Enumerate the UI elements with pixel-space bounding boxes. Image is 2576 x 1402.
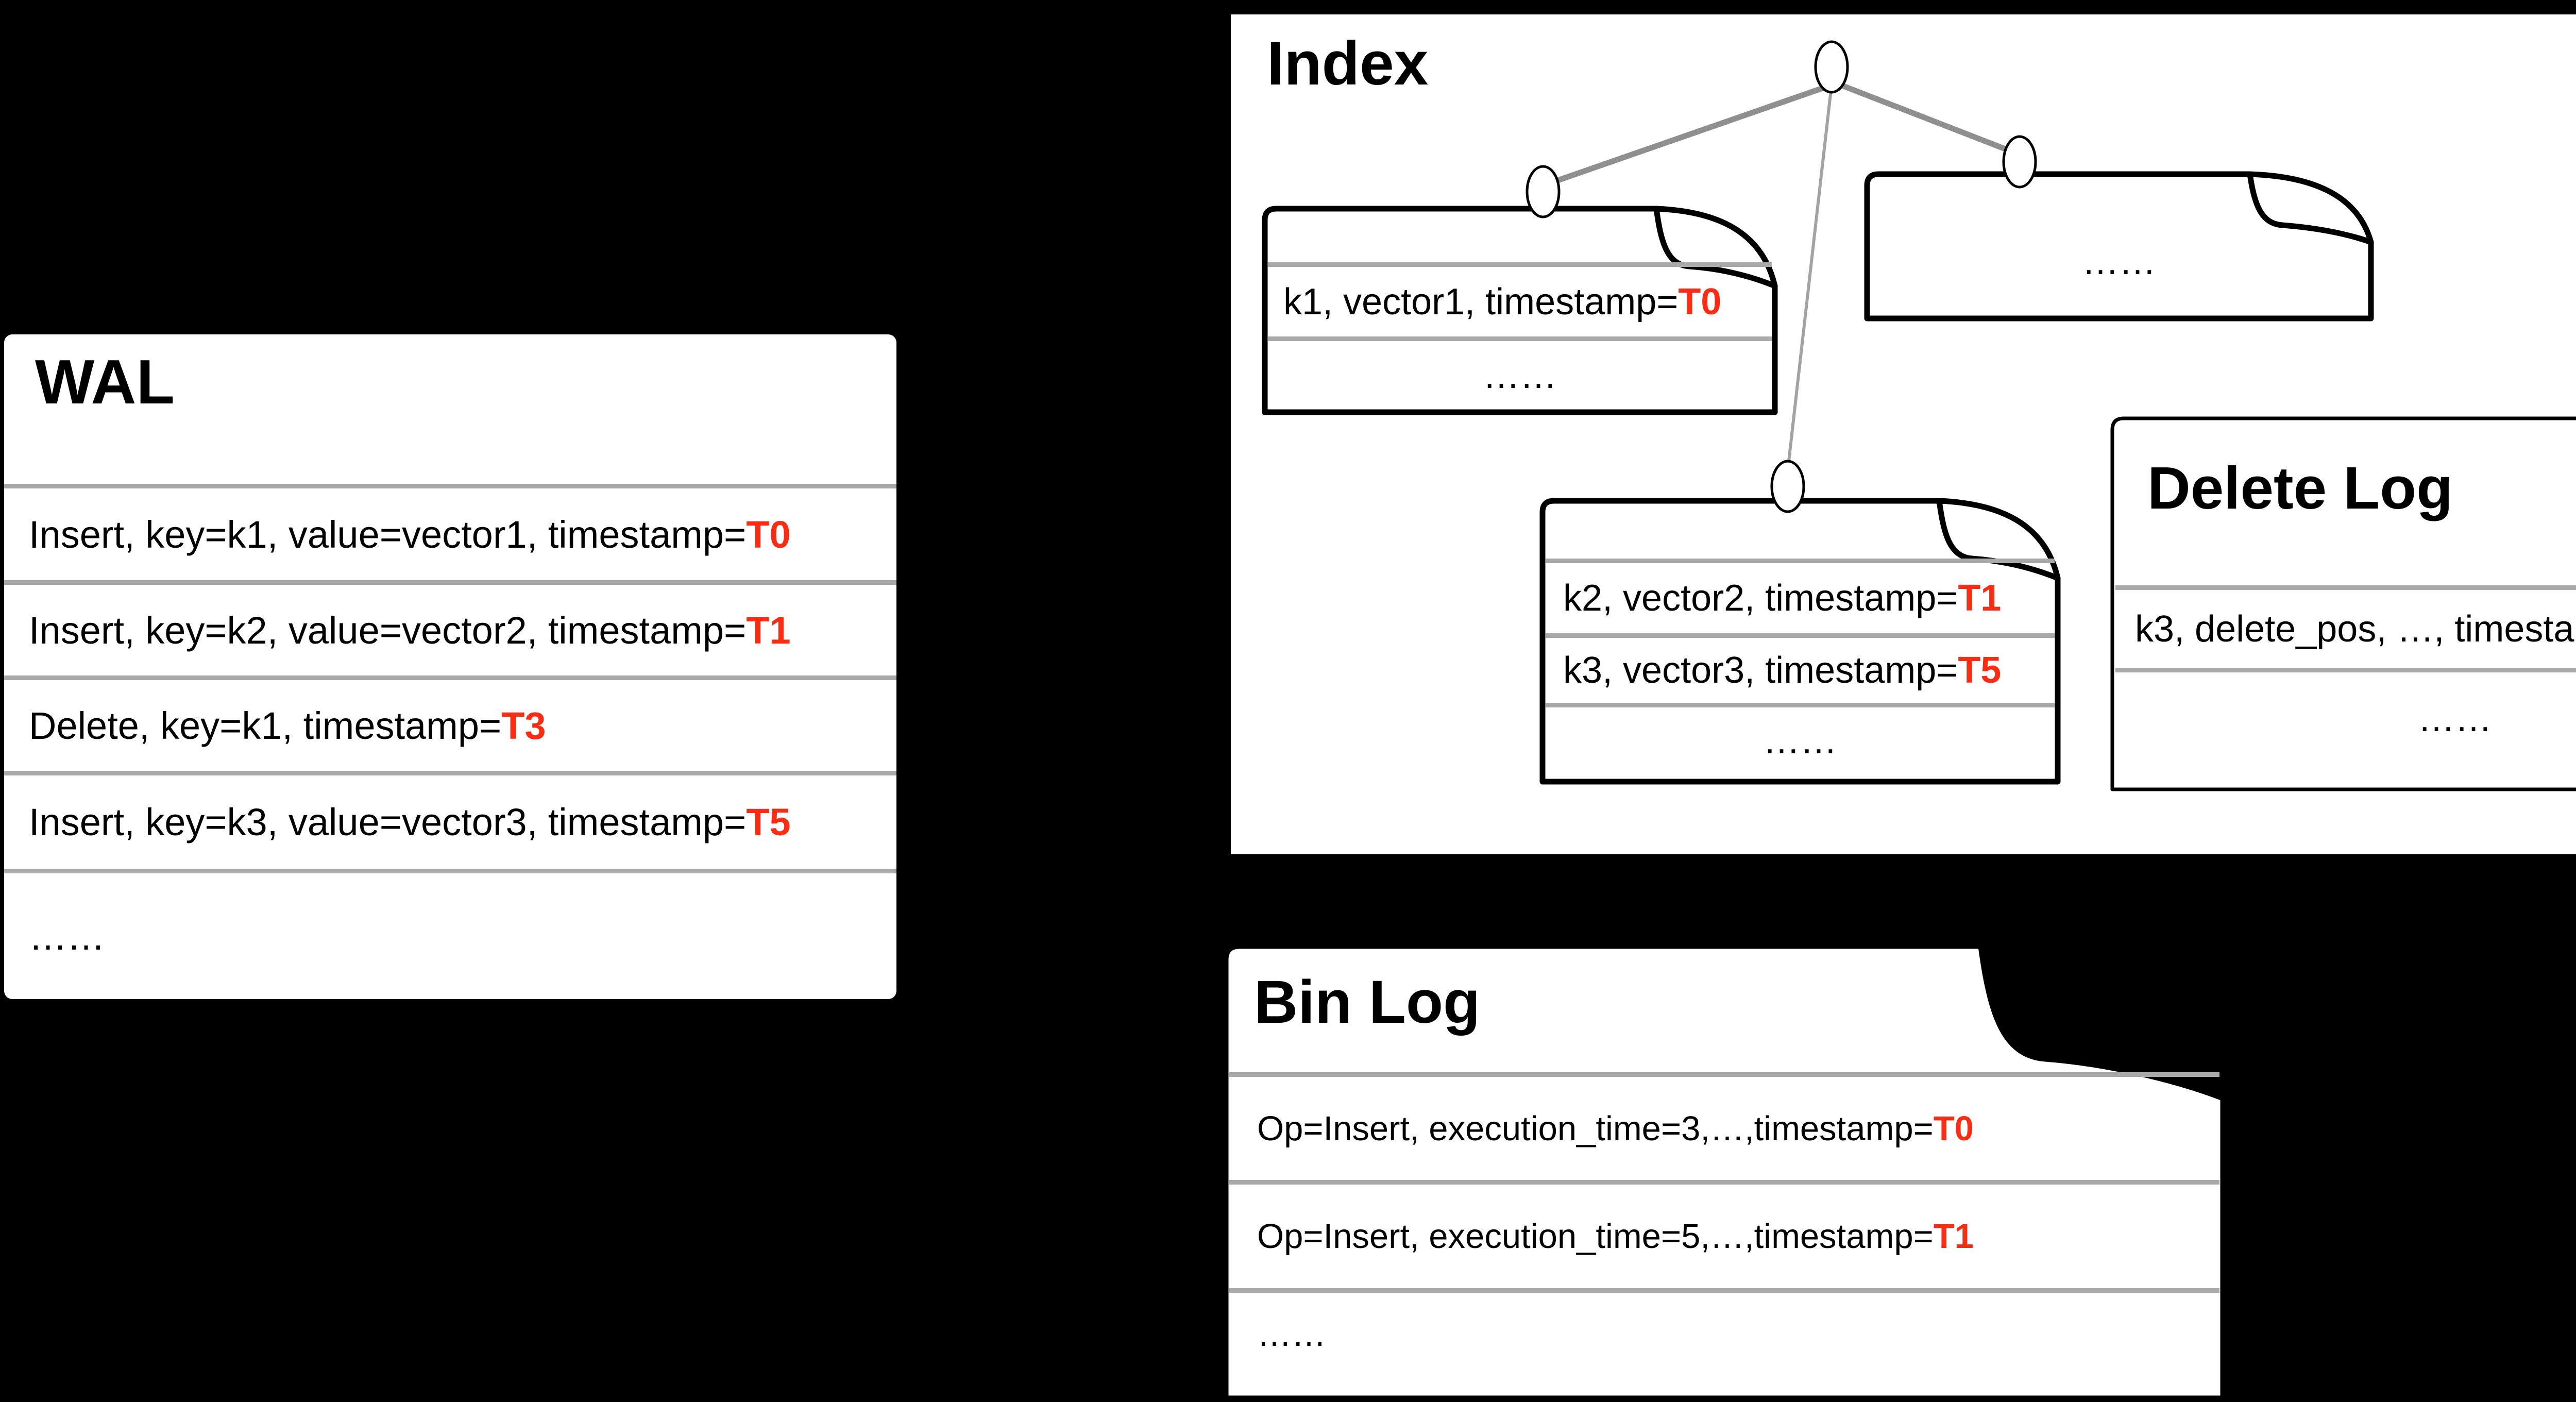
index-entry-ellipsis: …… (1265, 341, 1775, 410)
bin-log-doc: Bin Log Op=Insert, execution_time=3,…,ti… (1224, 944, 2225, 1400)
delete-log-row: k3, delete_pos, …, timestamp=T3 (2112, 590, 2576, 668)
wal-title: WAL (35, 347, 175, 417)
wal-row-text: Insert, key=k2, value=vector2, timestamp… (29, 609, 747, 652)
timestamp-value: T0 (1933, 1109, 1974, 1148)
ellipsis-text: …… (1483, 354, 1557, 396)
doc-divider (2115, 668, 2576, 672)
index-title: Index (1267, 29, 1429, 98)
timestamp-value: T3 (501, 704, 546, 747)
bin-log-title: Bin Log (1254, 968, 1481, 1036)
wal-divider (4, 869, 896, 873)
delete-log-ellipsis: …… (2112, 672, 2576, 765)
timestamp-value: T1 (746, 609, 791, 652)
document-shape (1864, 171, 2374, 322)
index-segment-doc-right: …… (1864, 171, 2374, 322)
page-curl-crease (2247, 171, 2374, 245)
ellipsis-text: …… (2082, 241, 2156, 282)
timestamp-value: T1 (1958, 578, 2002, 619)
delete-log-title: Delete Log (2147, 454, 2453, 521)
wal-row-text: Insert, key=k3, value=vector3, timestamp… (29, 801, 747, 843)
index-segment-doc-left: k1, vector1, timestamp=T0 …… (1262, 206, 1778, 415)
document-shape (2110, 416, 2576, 791)
doc-divider (1546, 559, 2055, 563)
timestamp-value: T5 (1958, 650, 2002, 691)
wal-row: Insert, key=k3, value=vector3, timestamp… (4, 775, 896, 869)
document-shape (1224, 944, 2225, 1400)
doc-divider (1546, 633, 2055, 638)
page-curl-crease (1978, 944, 2225, 1101)
wal-row: Insert, key=k2, value=vector2, timestamp… (4, 585, 896, 675)
ellipsis-text: …… (2418, 698, 2492, 739)
index-entry-row: k2, vector2, timestamp=T1 (1543, 563, 2058, 633)
bin-log-text: Op=Insert, execution_time=5,…,timestamp= (1257, 1217, 1934, 1256)
doc-divider (1229, 1288, 2219, 1293)
wal-divider (4, 771, 896, 775)
doc-divider (1546, 703, 2055, 707)
wal-divider (4, 675, 896, 680)
index-entry-ellipsis: …… (1543, 707, 2058, 774)
index-entry-ellipsis: …… (1867, 221, 2371, 303)
page-curl-crease (1936, 498, 2061, 581)
wal-row: Delete, key=k1, timestamp=T3 (4, 680, 896, 771)
index-entry-row: k1, vector1, timestamp=T0 (1265, 267, 1775, 336)
timestamp-value: T5 (746, 801, 791, 843)
delete-log-doc: Delete Log k3, delete_pos, …, timestamp=… (2110, 416, 2576, 791)
document-shape (1539, 498, 2061, 785)
index-entry-text: k3, vector3, timestamp= (1563, 650, 1958, 691)
ellipsis-text: …… (1763, 720, 1837, 762)
bin-log-ellipsis: …… (1226, 1293, 2223, 1375)
wal-divider (4, 484, 896, 488)
doc-divider (1268, 336, 1772, 341)
wal-row-text: Insert, key=k1, value=vector1, timestamp… (29, 513, 747, 556)
doc-divider (1229, 1072, 2219, 1077)
delete-log-text: k3, delete_pos, …, timestamp= (2135, 608, 2576, 650)
bin-log-row: Op=Insert, execution_time=5,…,timestamp=… (1226, 1185, 2223, 1288)
bin-log-text: Op=Insert, execution_time=3,…,timestamp= (1257, 1109, 1934, 1148)
wal-divider (4, 580, 896, 585)
wal-row-text: Delete, key=k1, timestamp= (29, 704, 502, 747)
ellipsis-text: …… (29, 915, 105, 958)
wal-box: WAL Insert, key=k1, value=vector1, times… (4, 334, 896, 999)
wal-row: Insert, key=k1, value=vector1, timestamp… (4, 488, 896, 580)
doc-divider (1268, 262, 1772, 267)
bin-log-row: Op=Insert, execution_time=3,…,timestamp=… (1226, 1077, 2223, 1180)
timestamp-value: T1 (1933, 1217, 1974, 1256)
wal-row-ellipsis: …… (4, 873, 896, 999)
timestamp-value: T0 (746, 513, 791, 556)
index-segment-doc-middle: k2, vector2, timestamp=T1 k3, vector3, t… (1539, 498, 2061, 785)
timestamp-value: T0 (1678, 281, 1722, 323)
index-entry-text: k2, vector2, timestamp= (1563, 578, 1958, 619)
doc-divider (2115, 585, 2576, 590)
doc-divider (1229, 1180, 2219, 1185)
index-entry-text: k1, vector1, timestamp= (1283, 281, 1679, 323)
ellipsis-text: …… (1257, 1314, 1326, 1354)
index-entry-row: k3, vector3, timestamp=T5 (1543, 638, 2058, 703)
